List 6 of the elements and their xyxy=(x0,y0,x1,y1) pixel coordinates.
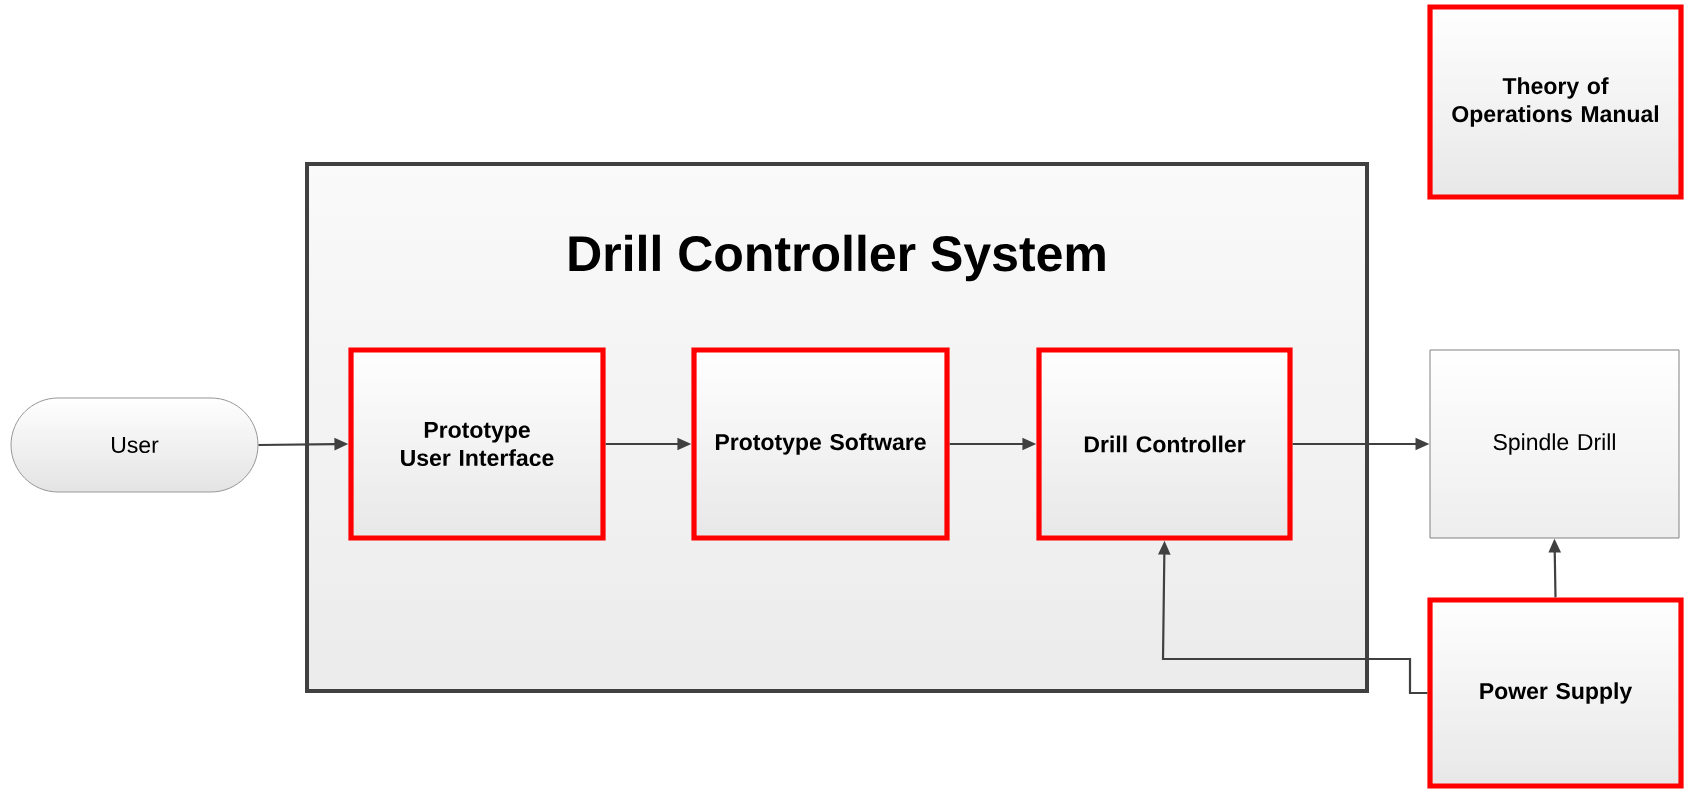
process-box: Drill Controller xyxy=(1036,347,1293,541)
document-box: Theory of Operations Manual xyxy=(1427,4,1684,200)
process-box: Spindle Drill xyxy=(1429,349,1680,539)
process-box: Prototype Software xyxy=(691,347,950,541)
process-box: Power Supply xyxy=(1427,597,1684,789)
process-box: Prototype User Interface xyxy=(348,347,606,541)
